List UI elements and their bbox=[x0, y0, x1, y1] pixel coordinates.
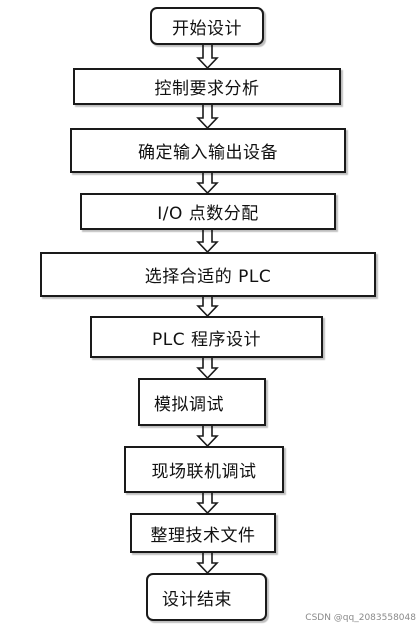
step-start: 开始设计 bbox=[150, 7, 264, 45]
watermark: CSDN @qq_2083558048 bbox=[305, 613, 416, 623]
arrow-7 bbox=[196, 424, 219, 448]
arrow-6 bbox=[196, 356, 219, 380]
step-select-plc: 选择合适的 PLC bbox=[40, 252, 376, 297]
step-control-analysis: 控制要求分析 bbox=[73, 68, 341, 105]
step-plc-programming-label: PLC 程序设计 bbox=[152, 329, 261, 350]
step-io-devices-label: 确定输入输出设备 bbox=[138, 143, 278, 163]
step-end-label: 设计结束 bbox=[162, 589, 232, 610]
step-start-label: 开始设计 bbox=[172, 18, 242, 39]
step-documentation-label: 整理技术文件 bbox=[150, 525, 256, 546]
arrow-4 bbox=[196, 228, 219, 254]
arrow-2 bbox=[196, 103, 219, 130]
arrow-9 bbox=[196, 551, 219, 575]
step-documentation: 整理技术文件 bbox=[130, 513, 276, 553]
step-field-debug: 现场联机调试 bbox=[124, 446, 284, 493]
arrow-8 bbox=[196, 491, 219, 515]
step-plc-programming: PLC 程序设计 bbox=[90, 316, 323, 358]
step-io-allocation-label: I/O 点数分配 bbox=[157, 204, 259, 224]
arrow-5 bbox=[196, 295, 219, 318]
step-control-analysis-label: 控制要求分析 bbox=[154, 79, 260, 99]
arrow-3 bbox=[196, 171, 219, 195]
step-simulation: 模拟调试 bbox=[138, 378, 266, 426]
step-io-allocation: I/O 点数分配 bbox=[80, 193, 336, 230]
step-end: 设计结束 bbox=[146, 573, 267, 621]
step-simulation-label: 模拟调试 bbox=[154, 394, 224, 415]
arrow-1 bbox=[196, 43, 219, 70]
step-field-debug-label: 现场联机调试 bbox=[151, 462, 257, 482]
step-io-devices: 确定输入输出设备 bbox=[70, 128, 346, 173]
step-select-plc-label: 选择合适的 PLC bbox=[144, 267, 272, 287]
